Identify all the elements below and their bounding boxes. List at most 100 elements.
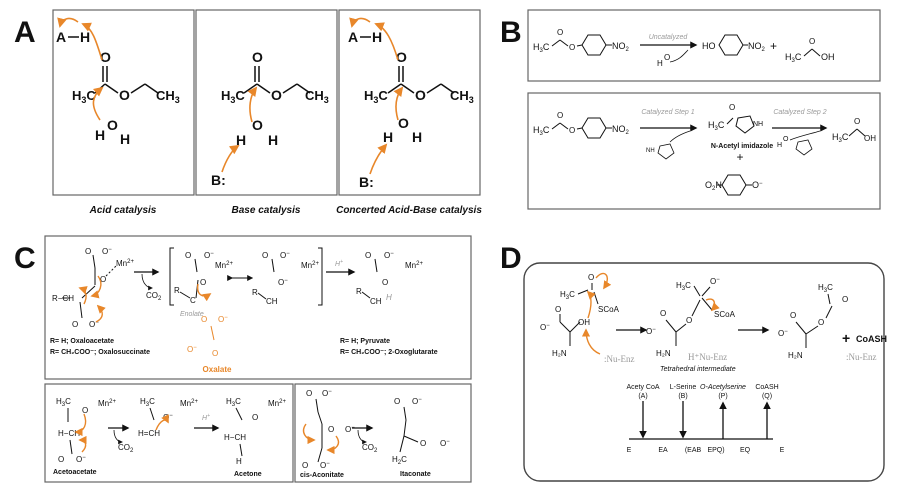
- svg-text:O: O: [729, 103, 735, 112]
- base-atom: B:: [211, 172, 226, 188]
- svg-text:Mn2+: Mn2+: [116, 259, 134, 268]
- svg-text:(Q): (Q): [762, 393, 772, 400]
- svg-text:NO2: NO2: [748, 41, 766, 53]
- panel-b-box-2: [527, 92, 881, 210]
- caption-concerted: Concerted Acid-Base catalysis: [336, 205, 482, 216]
- svg-text:B:: B:: [359, 174, 374, 190]
- oxalate-label: Oxalate: [203, 365, 232, 374]
- svg-text:Mn2+: Mn2+: [98, 399, 116, 408]
- oxalate-structure: O O− O− O Oxalate: [187, 315, 232, 374]
- acetone-label: Acetone: [234, 471, 262, 478]
- svg-text:H=CH: H=CH: [138, 429, 160, 438]
- water-oxygen: O: [107, 117, 118, 133]
- cis-aconitate-label: cis-Aconitate: [300, 472, 344, 479]
- svg-text:H3C: H3C: [140, 397, 155, 408]
- carbonyl-oxygen: O: [100, 49, 111, 65]
- panel-a-box-1: [52, 9, 195, 196]
- svg-text:O: O: [783, 136, 789, 143]
- svg-text:H3C: H3C: [221, 88, 245, 105]
- svg-text:O: O: [842, 295, 848, 304]
- svg-text:O: O: [200, 278, 206, 287]
- panel-a: A H O H3C O CH3 H O H O H3C: [52, 9, 482, 216]
- svg-text:O−: O−: [76, 455, 86, 464]
- svg-text:H3C: H3C: [533, 42, 550, 54]
- svg-text:EPQ): EPQ): [707, 447, 724, 454]
- svg-text:O−: O−: [710, 277, 720, 286]
- svg-text:O−: O−: [187, 345, 197, 354]
- svg-text:O: O: [818, 318, 824, 327]
- svg-text:E: E: [627, 447, 632, 454]
- svg-text:SCoA: SCoA: [598, 305, 620, 314]
- svg-text:CH3: CH3: [305, 88, 329, 105]
- svg-text:O-Acetylserine: O-Acetylserine: [700, 384, 746, 391]
- svg-text:(EAB: (EAB: [685, 447, 702, 454]
- svg-text:O−: O−: [102, 247, 112, 256]
- h-nu-enz: H⁺Nu-Enz: [688, 352, 727, 362]
- svg-text:O: O: [569, 43, 575, 52]
- kinetic-mechanism: Acety CoA (A) L-Serine (B) O-Acetylserin…: [626, 384, 784, 454]
- r-def-right-2: R= CH₂COO⁻; 2-Oxoglutarate: [340, 349, 438, 356]
- svg-text:H2C: H2C: [392, 455, 407, 466]
- svg-text:H: H: [777, 142, 782, 149]
- water-h2: H: [120, 131, 130, 147]
- svg-text:O: O: [588, 273, 594, 282]
- svg-text:O: O: [82, 406, 88, 415]
- ester-oxygen: O: [119, 87, 130, 103]
- svg-text:A: A: [348, 29, 358, 45]
- svg-text:O−: O−: [278, 278, 288, 287]
- svg-text:O−: O−: [280, 251, 290, 260]
- panel-a-box-2: [195, 9, 338, 196]
- svg-text:O: O: [809, 37, 815, 46]
- svg-text:EQ: EQ: [740, 447, 751, 454]
- svg-text:O: O: [252, 413, 258, 422]
- panel-d-box: [523, 262, 885, 482]
- svg-text:O−: O−: [320, 461, 330, 470]
- svg-text:H+: H+: [202, 413, 210, 422]
- svg-text:(B): (B): [678, 393, 687, 400]
- svg-text:O: O: [302, 461, 308, 470]
- svg-text:OH: OH: [578, 318, 590, 327]
- svg-text:O: O: [394, 397, 400, 406]
- svg-text:H3C: H3C: [364, 88, 388, 105]
- coash-product: CoASH: [856, 334, 887, 344]
- svg-text:Mn2+: Mn2+: [268, 399, 286, 408]
- svg-text:O: O: [398, 115, 409, 131]
- svg-text:Mn2+: Mn2+: [180, 399, 198, 408]
- svg-text:O: O: [72, 320, 78, 329]
- ethyl-ch3: CH3: [156, 88, 180, 105]
- svg-text:R: R: [356, 287, 362, 296]
- svg-text:L-Serine: L-Serine: [670, 384, 697, 391]
- panel-c-box-bottom-left: [44, 383, 294, 483]
- svg-text:H: H: [412, 129, 422, 145]
- svg-text:Acety CoA: Acety CoA: [626, 384, 659, 391]
- svg-text:O−: O−: [89, 320, 99, 329]
- svg-text:NH: NH: [753, 121, 763, 128]
- r-def-left-1: R= H; Oxaloacetate: [50, 338, 114, 345]
- svg-text:O: O: [271, 87, 282, 103]
- panel-label-d: D: [500, 242, 522, 275]
- svg-text:O−: O−: [204, 251, 214, 260]
- svg-text:O: O: [569, 126, 575, 135]
- tetrahedral-label: Tetrahedral intermediate: [660, 366, 736, 373]
- svg-text:H−CH: H−CH: [224, 433, 246, 442]
- svg-text:H: H: [372, 29, 382, 45]
- svg-text:O−: O−: [752, 180, 763, 190]
- svg-text:O: O: [420, 439, 426, 448]
- base-catalysis-diagram: O H3C O CH3 H O H B:: [211, 49, 329, 188]
- svg-text:HO: HO: [702, 41, 716, 51]
- svg-text:Mn2+: Mn2+: [215, 261, 233, 270]
- svg-text:O: O: [85, 247, 91, 256]
- svg-text:O: O: [555, 305, 561, 314]
- methyl-group: H3C: [72, 88, 96, 105]
- svg-text:R: R: [252, 288, 258, 297]
- svg-text:CO2: CO2: [118, 443, 134, 454]
- svg-text:C: C: [190, 296, 196, 305]
- panel-a-box-3: [338, 9, 481, 196]
- svg-text:(A): (A): [638, 393, 647, 400]
- svg-text:O−: O−: [778, 329, 788, 338]
- svg-text:+: +: [736, 150, 743, 164]
- acetoacetate-label: Acetoacetate: [53, 469, 97, 476]
- svg-text:O: O: [328, 425, 334, 434]
- nu-enz-right: :Nu-Enz: [846, 352, 877, 362]
